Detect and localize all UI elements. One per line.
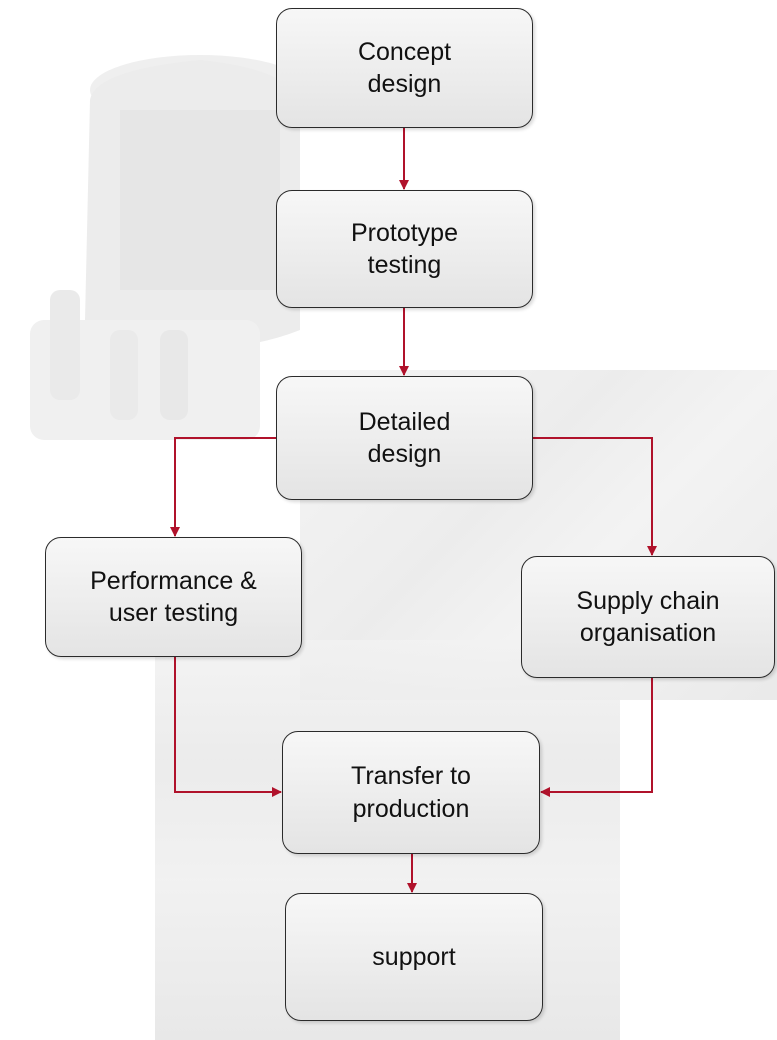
node-detailed-design: Detailed design [276, 376, 533, 500]
edge-supply-to-transfer [540, 678, 653, 797]
node-label: Concept design [357, 37, 452, 99]
node-transfer-to-production: Transfer to production [282, 731, 540, 854]
edge-detailed-to-performance [170, 437, 276, 537]
node-label: support [372, 942, 456, 971]
edge-detailed-to-supply [533, 437, 657, 556]
node-concept-design: Concept design [276, 8, 533, 128]
edge-performance-to-transfer [174, 657, 282, 797]
node-label: Transfer to production [351, 762, 471, 823]
node-supply-chain-organisation: Supply chain organisation [521, 556, 775, 678]
node-label: Prototype testing [350, 218, 458, 280]
node-support: support [285, 893, 543, 1021]
node-label: Detailed design [358, 407, 451, 469]
node-label: Performance & user testing [90, 566, 257, 628]
node-prototype-testing: Prototype testing [276, 190, 533, 308]
node-performance-user-testing: Performance & user testing [45, 537, 302, 657]
node-label: Supply chain organisation [576, 586, 720, 648]
